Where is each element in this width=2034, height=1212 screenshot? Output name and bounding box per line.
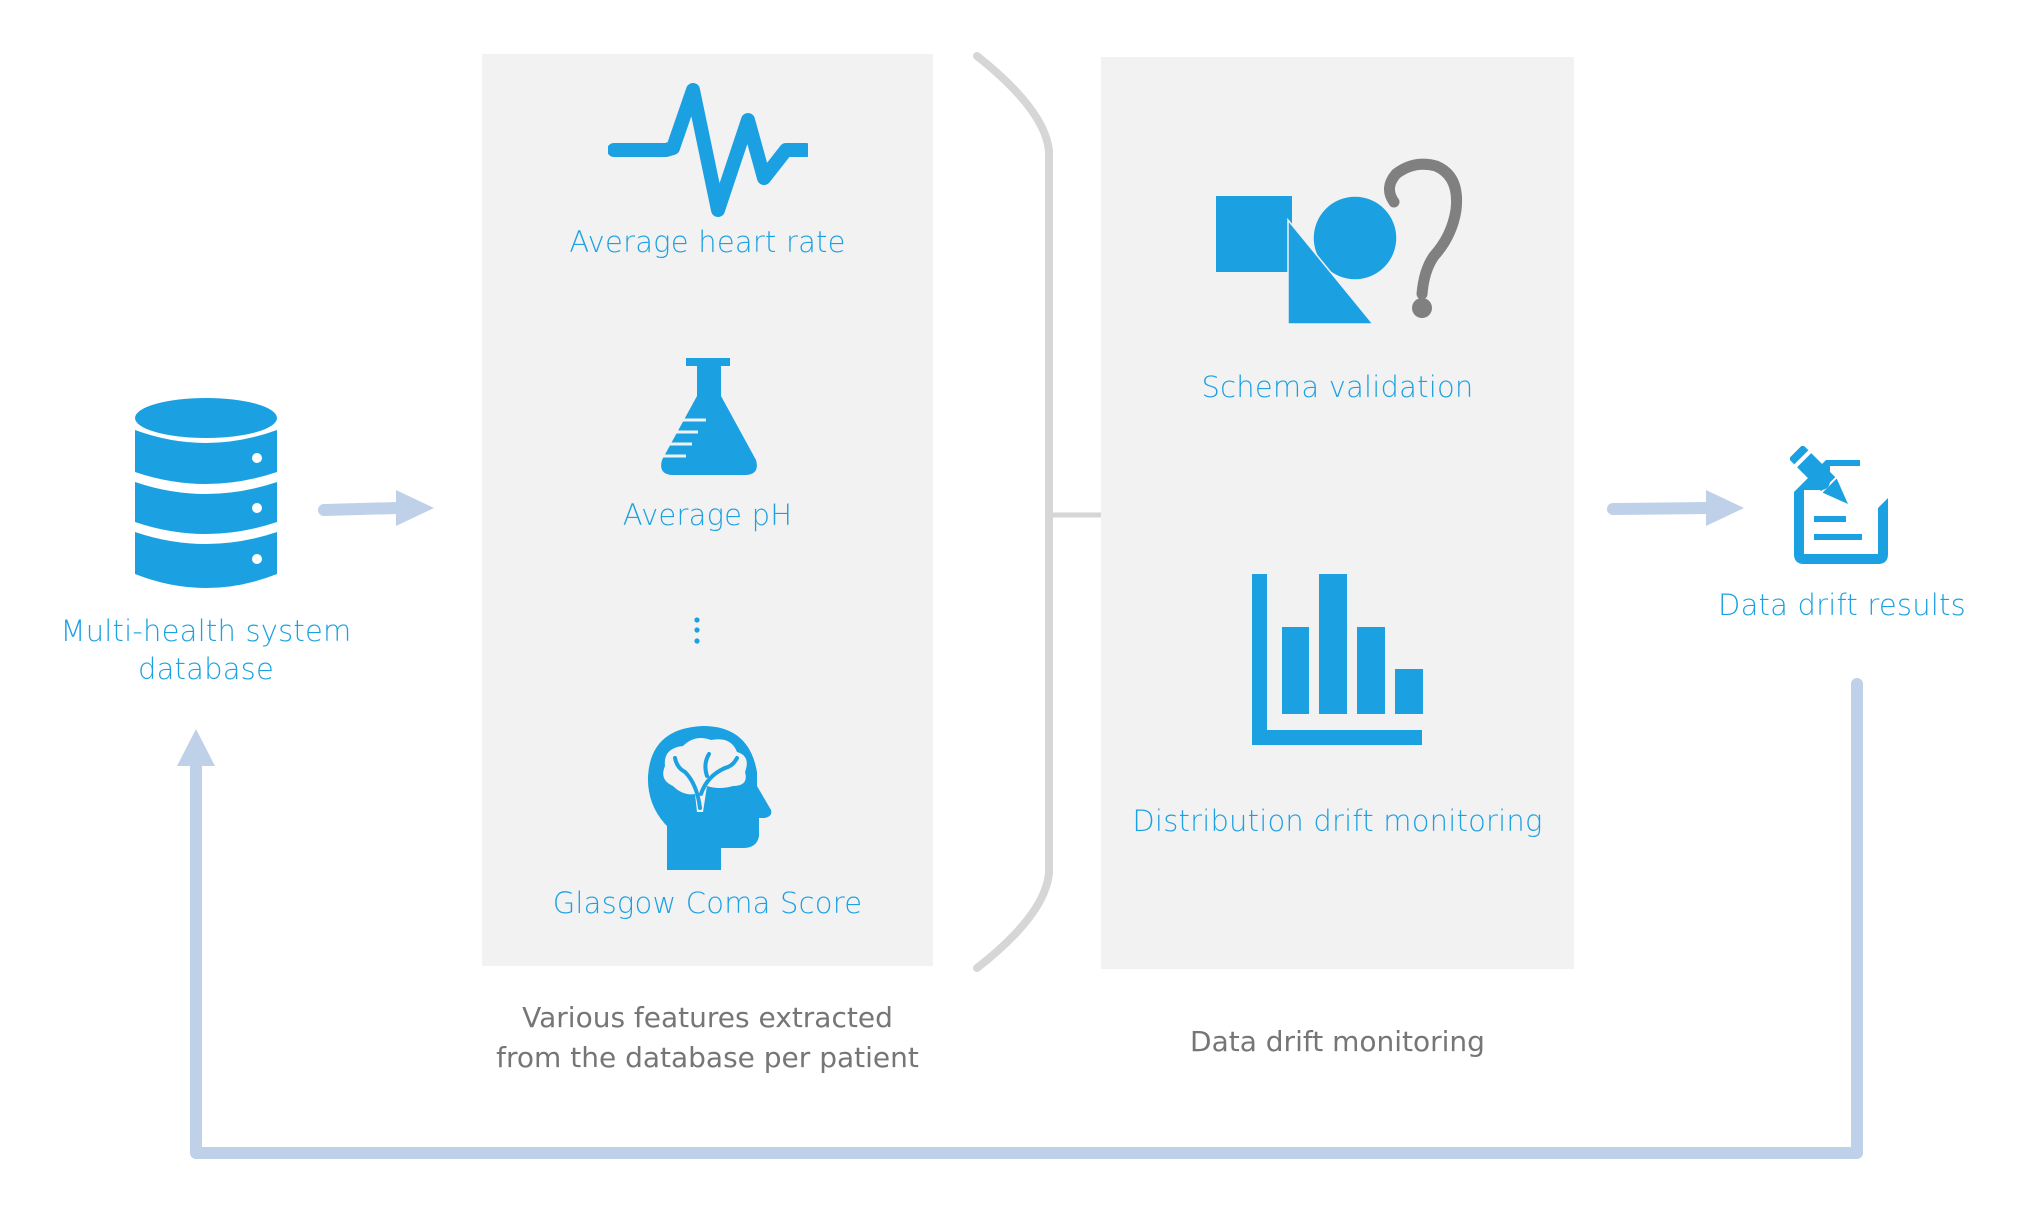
vertical-ellipsis-icon [694, 617, 700, 644]
database-icon [135, 398, 277, 588]
monitoring-label-schema: Schema validation [1201, 370, 1474, 404]
features-caption-line2: from the database per patient [496, 1041, 919, 1074]
source-label-line2: database [137, 652, 275, 686]
arrow-to-features [318, 490, 434, 526]
arrow-to-results [1607, 490, 1744, 526]
document-edit-icon [1790, 446, 1888, 564]
feature-label-heart-rate: Average heart rate [569, 225, 846, 259]
feature-label-gcs: Glasgow Coma Score [552, 886, 863, 920]
monitoring-label-distribution: Distribution drift monitoring [1132, 804, 1543, 838]
brace-bracket [973, 52, 1124, 972]
output-label: Data drift results [1718, 588, 1966, 622]
features-caption-line1: Various features extracted [522, 1001, 893, 1034]
brain-head-icon [647, 726, 772, 870]
feature-label-ph: Average pH [622, 498, 793, 532]
feedback-loop-arrow [177, 678, 1863, 1159]
source-label: Multi-health system database [56, 612, 356, 688]
bar-chart-icon [1252, 574, 1423, 745]
flask-icon [661, 358, 757, 475]
source-label-line1: Multi-health system [60, 614, 352, 648]
shapes-question-icon [1216, 158, 1463, 325]
features-caption: Various features extracted from the data… [432, 998, 983, 1078]
heart-rate-icon [608, 83, 808, 217]
monitoring-caption: Data drift monitoring [1190, 1025, 1485, 1058]
